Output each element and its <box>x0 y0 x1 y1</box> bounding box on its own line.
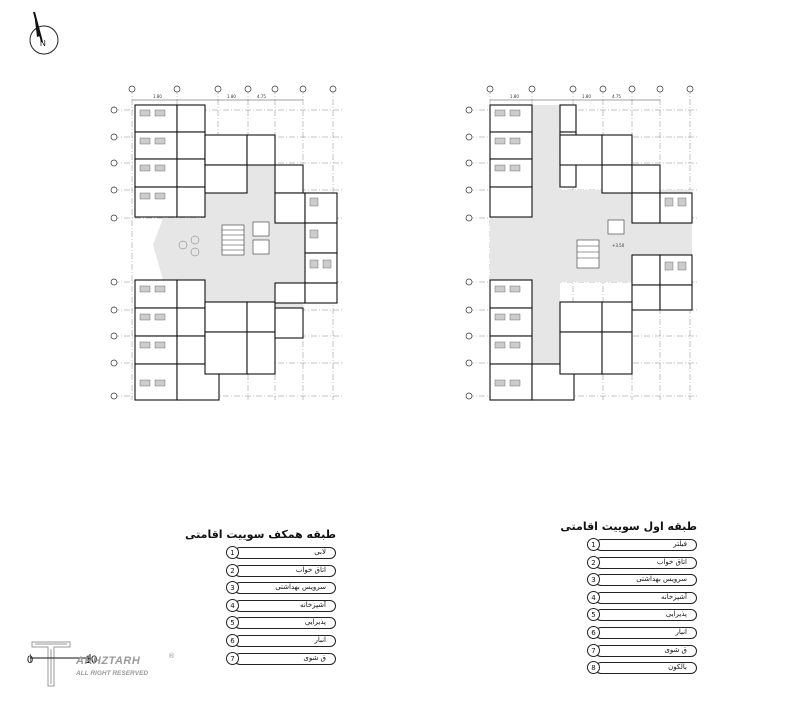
first-floor-plan: 1.80 1.80 4.75 +3.50 <box>465 85 698 401</box>
registered-mark: ® <box>168 652 175 660</box>
scale-end: 10 <box>85 654 98 666</box>
logo-name: ARHZTARH <box>76 655 141 667</box>
svg-text:4.75: 4.75 <box>257 94 266 99</box>
watermark-logo: 0 10 ARHZTARH ALL RIGHT RESERVED ® <box>27 640 190 690</box>
svg-text:1.80: 1.80 <box>582 94 591 99</box>
ground-floor-plan: 1.80 1.80 4.75 <box>110 85 343 401</box>
legend-title: طبقه همکف سوییت اقامتی <box>185 528 336 541</box>
svg-text:1.80: 1.80 <box>227 94 236 99</box>
north-label: N <box>40 39 46 48</box>
level-mark: +3.50 <box>612 243 625 248</box>
logo-subtitle: ALL RIGHT RESERVED <box>76 670 149 677</box>
svg-text:1.80: 1.80 <box>153 94 162 99</box>
svg-text:4.75: 4.75 <box>612 94 621 99</box>
svg-text:1.80: 1.80 <box>510 94 519 99</box>
legend-title: طبقه اول سوییت اقامتی <box>560 520 697 533</box>
scale-start: 0 <box>27 654 34 666</box>
north-arrow: N <box>22 10 62 56</box>
